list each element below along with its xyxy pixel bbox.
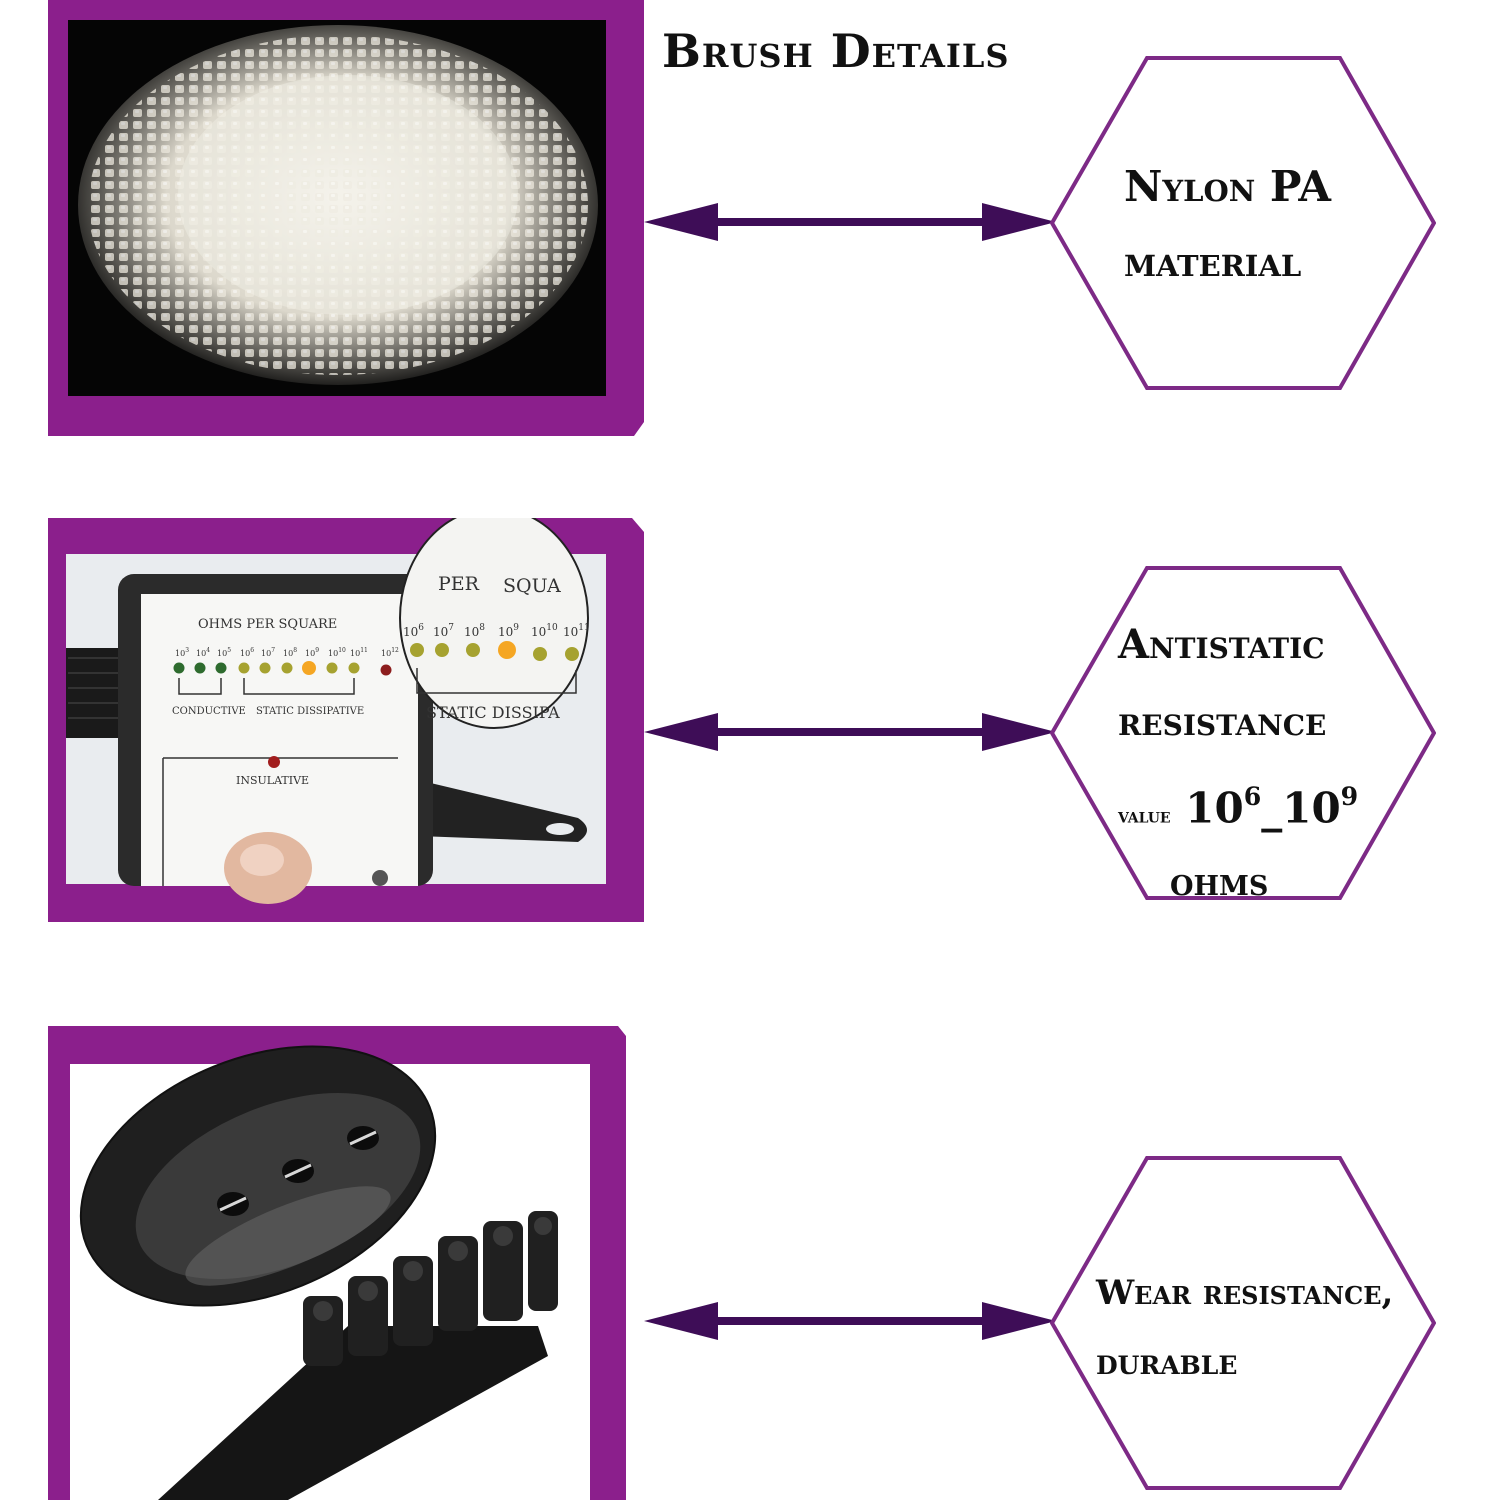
zoom-header-2: SQUA: [503, 575, 561, 597]
meter-exponent-label: 104: [196, 647, 210, 658]
hex-label-nylon: Nylon PA material: [1050, 56, 1450, 390]
meter-exponent-label: 1010: [328, 647, 346, 658]
hexagon-shape: [1050, 56, 1436, 390]
page-title: Brush Details: [662, 24, 1010, 78]
label-antistatic-line1: Antistatic: [1118, 621, 1325, 668]
label-antistatic-unit: ohms: [1170, 858, 1269, 904]
zoom-static-label: STATIC DISSIPA: [426, 703, 560, 722]
value-exp-low: 6: [1243, 781, 1262, 811]
label-antistatic-value: value 106_109: [1118, 768, 1500, 844]
double-arrow-3: [644, 1302, 1056, 1340]
value-base-high: 10: [1282, 783, 1341, 833]
meter-exponent-label: 1012: [381, 647, 399, 658]
meter-exponent-label: 105: [217, 647, 231, 658]
value-exp-high: 9: [1340, 781, 1359, 811]
meter-exponent-label: 1011: [350, 647, 368, 658]
meter-insulative: INSULATIVE: [236, 774, 309, 787]
photo-frame-brush: [48, 1026, 626, 1500]
hex-label-wear: Wear resistance, durable: [1050, 1156, 1450, 1490]
label-nylon-line2: material: [1124, 237, 1302, 286]
meter-static-dissipative: STATIC DISSIPATIVE: [256, 706, 364, 717]
double-arrow-2: [644, 713, 1056, 751]
value-separator: _: [1261, 783, 1283, 833]
value-prefix: value: [1118, 803, 1171, 828]
zoom-header-1: PER: [438, 573, 480, 595]
label-wear-line2: durable: [1096, 1341, 1238, 1383]
hexagon-shape: [1050, 566, 1436, 900]
label-nylon-line1: Nylon PA: [1124, 162, 1331, 211]
meter-exponent-label: 107: [261, 647, 275, 658]
photo-frame-nylon: [48, 0, 644, 436]
hexagon-shape: [1050, 1156, 1436, 1490]
label-antistatic-line2: resistance: [1118, 698, 1327, 745]
meter-exponent-label: 106: [240, 647, 254, 658]
meter-header: OHMS PER SQUARE: [198, 617, 337, 632]
meter-exponent-label: 103: [175, 647, 189, 658]
meter-exponent-label: 109: [305, 647, 319, 658]
label-wear-line1: Wear resistance,: [1096, 1273, 1394, 1313]
value-base-low: 10: [1185, 783, 1244, 833]
resistance-meter-photo: OHMS PER SQUARE CONDUCTIVE STATIC DISSIP…: [48, 518, 644, 922]
double-arrow-1: [644, 203, 1056, 241]
hex-label-antistatic: Antistatic resistance value 106_109 ohms: [1050, 566, 1450, 904]
nylon-pellets-photo: [48, 0, 644, 436]
photo-frame-meter: OHMS PER SQUARE CONDUCTIVE STATIC DISSIP…: [48, 518, 644, 922]
meter-exponent-label: 108: [283, 647, 297, 658]
brush-closeup-photo: [48, 1026, 626, 1500]
meter-conductive: CONDUCTIVE: [172, 706, 246, 717]
